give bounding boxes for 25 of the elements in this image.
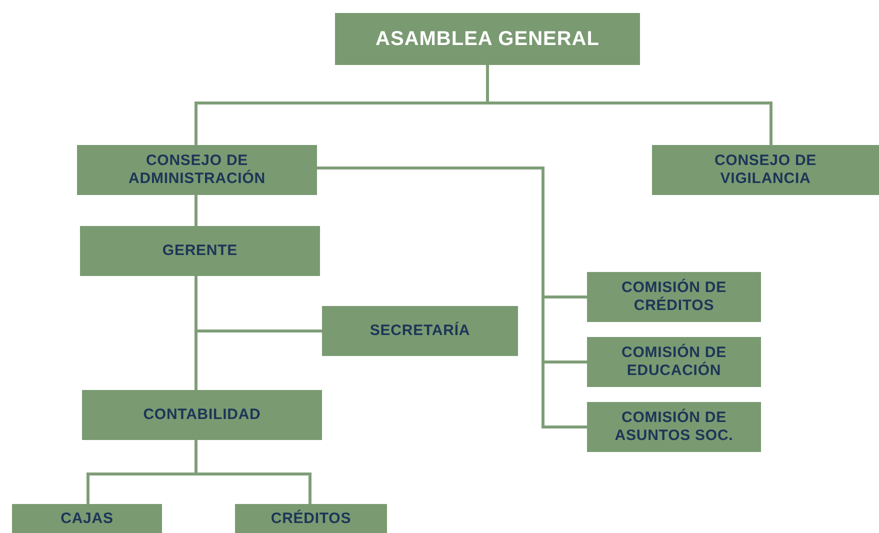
box-label: CONSEJO DE ADMINISTRACIÓN [128, 152, 266, 188]
box-label: GERENTE [162, 242, 238, 260]
org-box [322, 306, 518, 356]
org-box [77, 145, 317, 195]
org-box [82, 390, 322, 440]
box-label: CAJAS [60, 510, 114, 528]
org-box [587, 402, 761, 452]
box-label: CRÉDITOS [270, 510, 352, 528]
org-box [587, 337, 761, 387]
org-box [335, 13, 640, 65]
box-label: COMISIÓN DE EDUCACIÓN [620, 344, 728, 380]
org-box [80, 226, 320, 276]
box-label: COMISIÓN DE CRÉDITOS [620, 279, 728, 315]
org-box [652, 145, 879, 195]
org-box [587, 272, 761, 322]
box-label: CONSEJO DE VIGILANCIA [713, 152, 818, 188]
org-box [235, 504, 387, 533]
box-label: CONTABILIDAD [143, 406, 261, 424]
box-label: SECRETARÍA [370, 322, 470, 340]
connector-line [194, 195, 198, 226]
org-box [12, 504, 162, 533]
box-label: COMISIÓN DE ASUNTOS SOC. [614, 409, 734, 445]
box-label: ASAMBLEA GENERAL [376, 26, 600, 52]
connector-line [486, 65, 772, 145]
connector-line [194, 440, 312, 504]
